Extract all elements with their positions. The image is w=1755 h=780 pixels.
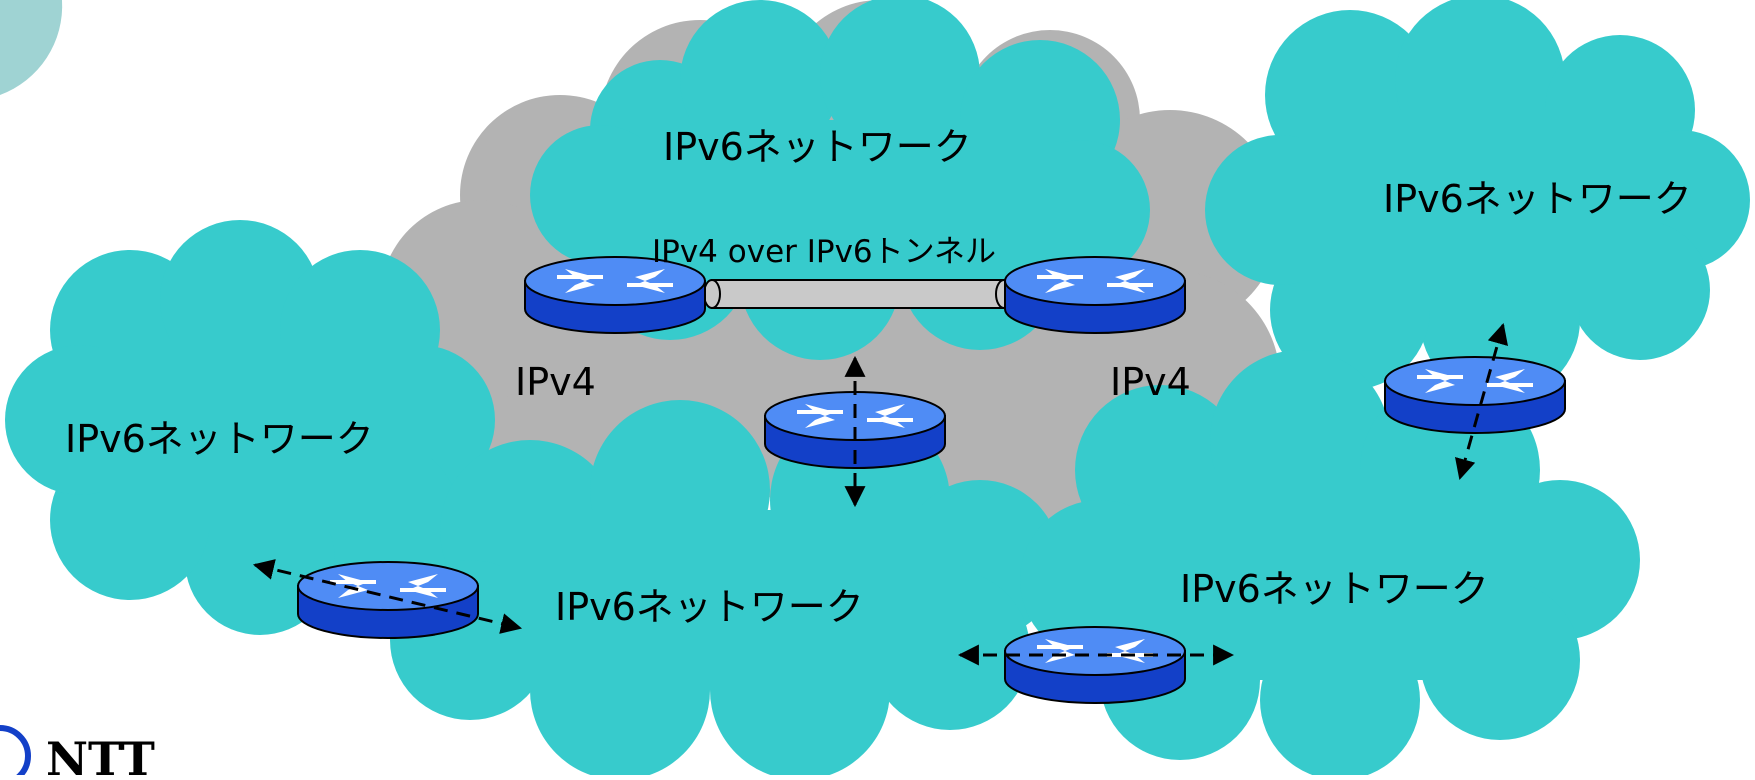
network-label-top-right: IPv6ネットワーク [1383,177,1692,221]
ipv4-label-left: IPv4 [515,360,596,404]
link-arrow-far-right [1455,322,1508,481]
router-icon-left [297,561,479,639]
ipv6-cloud-bottom-right [1020,350,1640,780]
ipv4-label-right: IPv4 [1110,360,1191,404]
router-icon-bottom [1004,626,1186,704]
ipv6-cloud-top-right [1205,0,1750,400]
ipv6-cloud-top [530,0,1150,360]
tunnel-label: IPv4 over IPv6トンネル [652,234,996,270]
corner-arc [0,0,63,95]
ntt-logo: NTT [0,725,155,780]
network-label-bottom-center: IPv6ネットワーク [555,585,864,629]
ipv4-over-ipv6-tunnel [703,279,1013,309]
router-icon-top-right [1004,256,1186,334]
svg-text:NTT: NTT [46,732,155,775]
network-label-top: IPv6ネットワーク [663,125,972,169]
network-label-bottom-right: IPv6ネットワーク [1180,567,1489,611]
network-label-left: IPv6ネットワーク [65,417,374,461]
